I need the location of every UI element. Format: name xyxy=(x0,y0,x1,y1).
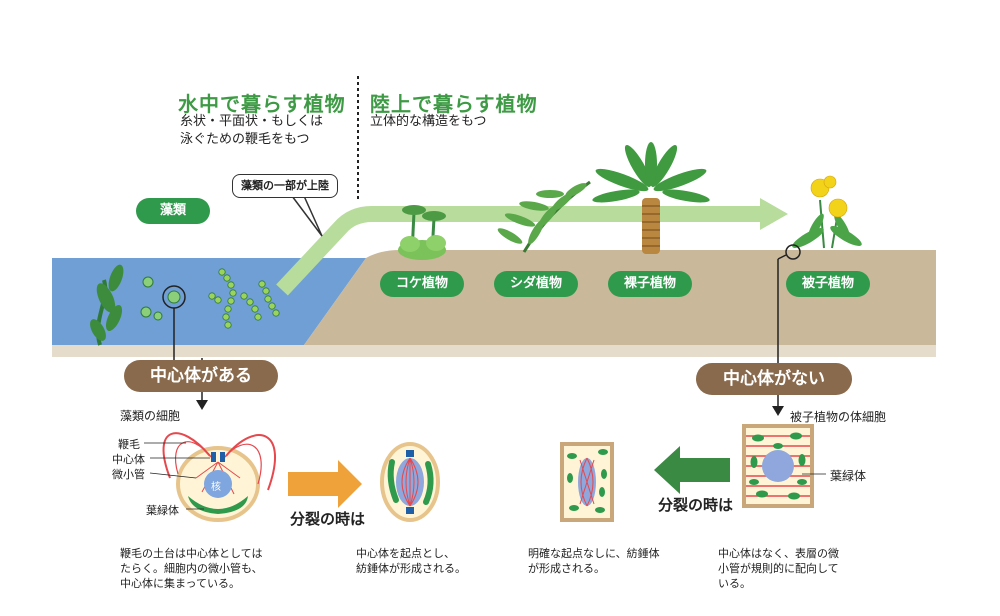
flowering-plant-icon xyxy=(792,175,862,249)
algae-arrow-head xyxy=(196,400,208,410)
fern-label: シダ植物 xyxy=(494,271,578,297)
land-subtext: 立体的な構造をもつ xyxy=(370,114,487,129)
angio-arrow-head xyxy=(772,406,784,416)
angio-chloroplast-label: 葉緑体 xyxy=(830,469,867,483)
nucleus-label: 核 xyxy=(211,482,221,493)
land-area xyxy=(304,250,936,345)
caption-line: 紡錘体が形成される。 xyxy=(356,562,466,575)
caption-line: 中心体はなく、表層の微 xyxy=(718,547,839,560)
caption-line: 小管が規則的に配向して xyxy=(718,562,839,575)
caption-line: 明確な起点なしに、紡錘体 xyxy=(528,547,660,560)
caption-angio-cell: 中心体はなく、表層の微 小管が規則的に配向して いる。 xyxy=(718,546,839,591)
gymnosperm-label: 裸子植物 xyxy=(608,271,692,297)
centrosome-present-label: 中心体がある xyxy=(124,360,278,392)
algae-cell-title: 藻類の細胞 xyxy=(120,409,181,423)
algae-label: 藻類 xyxy=(136,198,210,224)
water-subtext-2: 泳ぐための鞭毛をもつ xyxy=(180,132,310,147)
evolution-arrow xyxy=(276,206,762,296)
moss-icon xyxy=(398,205,446,260)
caption-angio-division: 明確な起点なしに、紡錘体 が形成される。 xyxy=(528,546,660,576)
algae-cell xyxy=(162,432,277,522)
division-label-left: 分裂の時は xyxy=(290,510,366,528)
centrosome-label: 中心体 xyxy=(112,453,145,466)
caption-line: 中心体に集まっている。 xyxy=(120,577,241,590)
angio-zoom-ring xyxy=(785,244,801,260)
water-heading: 水中で暮らす植物 xyxy=(178,92,346,116)
caption-algae-division: 中心体を起点とし、 紡錘体が形成される。 xyxy=(356,546,466,576)
angio-cell-title: 被子植物の体細胞 xyxy=(790,410,887,424)
moss-label: コケ植物 xyxy=(380,271,464,297)
green-arrow xyxy=(654,446,730,494)
centrosome-absent-label: 中心体がない xyxy=(696,363,852,395)
callout-pointer xyxy=(290,195,323,237)
caption-line: 中心体を起点とし、 xyxy=(356,547,455,560)
caption-algae-cell: 鞭毛の土台は中心体としては たらく。細胞内の微小管も、 中心体に集まっている。 xyxy=(120,546,263,591)
cycad-icon xyxy=(592,142,710,254)
evolution-arrow-head xyxy=(760,198,788,230)
microtubule-label: 微小管 xyxy=(112,468,145,481)
unicellular-algae-icon xyxy=(140,276,181,321)
orange-arrow xyxy=(288,460,362,508)
caption-line: が形成される。 xyxy=(528,562,605,575)
chloroplast-label: 葉緑体 xyxy=(146,504,179,517)
kelp-icon xyxy=(90,264,124,346)
caption-line: いる。 xyxy=(718,577,751,590)
ground-edge xyxy=(52,345,936,357)
caption-line: たらく。細胞内の微小管も、 xyxy=(120,562,263,575)
fern-icon xyxy=(497,180,591,253)
angio-cell xyxy=(742,424,814,508)
dividing-angio-cell xyxy=(560,442,614,522)
filament-algae-icon xyxy=(208,268,280,329)
water-subtext-1: 糸状・平面状・もしくは xyxy=(180,114,324,129)
dividing-algae-cell xyxy=(380,442,440,522)
division-label-right: 分裂の時は xyxy=(658,496,734,514)
land-heading: 陸上で暮らす植物 xyxy=(370,92,538,116)
flagellum-label: 鞭毛 xyxy=(118,438,140,451)
landing-callout: 藻類の一部が上陸 xyxy=(232,174,338,198)
angiosperm-label: 被子植物 xyxy=(786,271,870,297)
caption-line: 鞭毛の土台は中心体としては xyxy=(120,547,263,560)
